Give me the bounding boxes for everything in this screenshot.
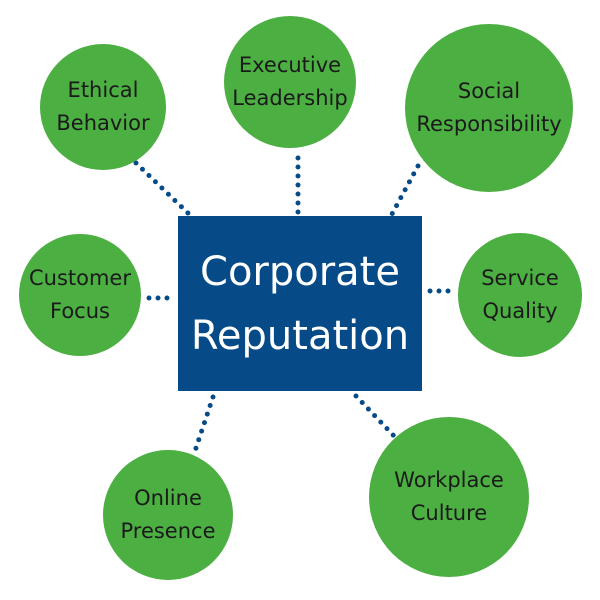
central-topic-line1: Corporate bbox=[200, 248, 400, 295]
node-label: Focus bbox=[50, 299, 110, 323]
central-topic-line2: Reputation bbox=[190, 312, 410, 359]
node-label: Service bbox=[481, 266, 559, 290]
node-label: Workplace bbox=[394, 468, 504, 492]
connector-ethical-behavior bbox=[133, 160, 193, 218]
node-label: Leadership bbox=[232, 86, 348, 110]
central-topic-box: Corporate Reputation bbox=[178, 216, 422, 391]
connector-workplace-culture bbox=[353, 393, 397, 439]
node-label: Online bbox=[134, 486, 202, 510]
node-label: Behavior bbox=[56, 111, 150, 135]
node-label: Ethical bbox=[67, 78, 139, 102]
node-label: Quality bbox=[482, 299, 558, 323]
node-label: Responsibility bbox=[416, 112, 562, 136]
node-label: Customer bbox=[28, 266, 131, 290]
node-label: Culture bbox=[410, 501, 488, 525]
node-label: Executive bbox=[238, 53, 342, 77]
node-label: Presence bbox=[120, 519, 216, 543]
connector-online-presence bbox=[192, 394, 216, 454]
node-label: Social bbox=[457, 79, 521, 103]
connector-social-responsibility bbox=[389, 163, 421, 217]
